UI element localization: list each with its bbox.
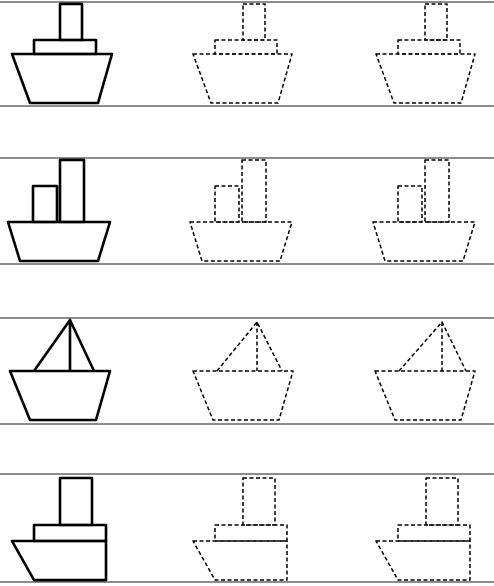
boat-example-icon <box>8 318 112 422</box>
boat-trace-icon[interactable] <box>192 477 288 581</box>
row-3 <box>8 318 476 422</box>
boat-trace-icon[interactable] <box>375 3 476 104</box>
boat-trace-icon[interactable] <box>192 3 293 104</box>
boat-trace-icon[interactable] <box>372 159 476 262</box>
row-4 <box>10 476 471 582</box>
boat-example-icon <box>10 2 114 105</box>
boat-trace-icon[interactable] <box>189 159 293 262</box>
boat-trace-icon[interactable] <box>374 321 476 421</box>
boat-example-icon <box>10 476 108 582</box>
boat-example-icon <box>6 158 112 263</box>
boat-trace-icon[interactable] <box>192 321 294 421</box>
boat-trace-icon[interactable] <box>375 477 471 581</box>
row-1 <box>10 2 476 105</box>
row-2 <box>6 158 476 263</box>
